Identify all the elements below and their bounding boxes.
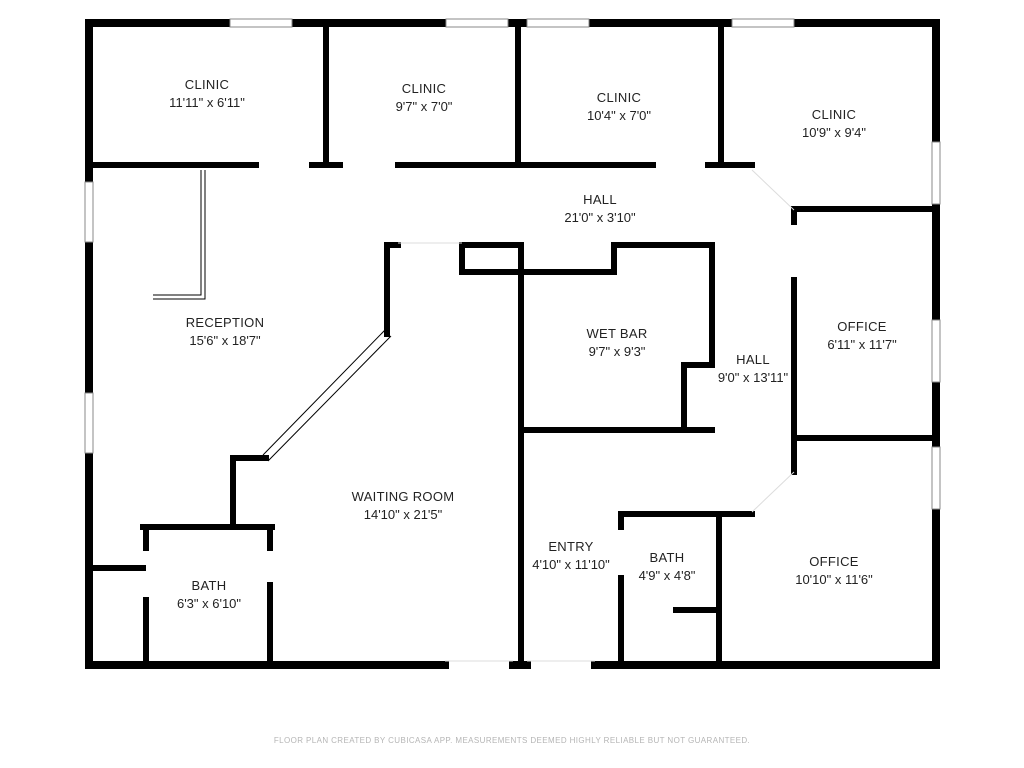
room-dimensions: 4'10" x 11'10" [532, 557, 610, 572]
room-name: HALL [736, 352, 770, 367]
room-dimensions: 10'9" x 9'4" [801, 125, 867, 140]
window-right-2 [931, 319, 941, 383]
floor-plan-disclaimer: FLOOR PLAN CREATED BY CUBICASA APP. MEAS… [273, 736, 751, 745]
reception-counter-outer [153, 170, 202, 296]
room-label-entry: ENTRY 4'10" x 11'10" [532, 538, 610, 574]
window-top-4 [731, 18, 795, 28]
window-right-3 [931, 446, 941, 510]
windows [84, 18, 941, 510]
room-name: CLINIC [184, 77, 230, 92]
room-dimensions: 9'7" x 9'3" [588, 344, 646, 359]
room-name: OFFICE [837, 319, 887, 334]
room-name: WET BAR [586, 326, 648, 341]
room-name: HALL [583, 192, 617, 207]
room-name: OFFICE [809, 554, 859, 569]
window-top-2 [445, 18, 509, 28]
room-name: WAITING ROOM [351, 489, 455, 504]
window-top-1 [229, 18, 293, 28]
room-label-clinic-2: CLINIC 9'7" x 7'0" [396, 80, 453, 116]
room-dimensions: 4'9" x 4'8" [638, 568, 696, 583]
window-left-2 [84, 392, 94, 454]
room-name: RECEPTION [185, 315, 265, 330]
room-label-clinic-3: CLINIC 10'4" x 7'0" [587, 89, 651, 125]
opening-hall-ne [751, 169, 795, 211]
interior-walls [90, 24, 935, 668]
room-dimensions: 10'10" x 11'6" [795, 572, 873, 587]
room-dimensions: 9'0" x 13'11" [717, 370, 789, 385]
partitions [153, 170, 392, 462]
room-dimensions: 14'10" x 21'5" [363, 507, 443, 522]
window-top-3 [526, 18, 590, 28]
room-dimensions: 11'11" x 6'11" [169, 95, 245, 110]
room-name: BATH [649, 550, 685, 565]
room-label-waiting-room: WAITING ROOM 14'10" x 21'5" [352, 488, 455, 524]
opening-hall-se [751, 471, 795, 513]
room-dimensions: 6'3" x 6'10" [176, 596, 242, 611]
room-label-wet-bar: WET BAR 9'7" x 9'3" [586, 325, 647, 361]
door-openings [398, 169, 795, 662]
room-label-reception: RECEPTION 15'6" x 18'7" [186, 314, 265, 350]
room-label-office-2: OFFICE 10'10" x 11'6" [795, 553, 873, 589]
room-name: CLINIC [596, 90, 642, 105]
room-label-office-1: OFFICE 6'11" x 11'7" [827, 318, 896, 354]
room-dimensions: 10'4" x 7'0" [586, 108, 652, 123]
room-label-bath-2: BATH 6'3" x 6'10" [177, 577, 241, 613]
room-dimensions: 9'7" x 7'0" [395, 99, 453, 114]
room-dimensions: 6'11" x 11'7" [827, 337, 897, 352]
room-label-hall-right: HALL 9'0" x 13'11" [718, 351, 788, 387]
room-label-clinic-4: CLINIC 10'9" x 9'4" [802, 106, 866, 142]
reception-counter-inner [153, 170, 206, 300]
room-label-clinic-1: CLINIC 11'11" x 6'11" [169, 76, 245, 112]
partition-diag-b [267, 335, 392, 462]
room-label-hall-top: HALL 21'0" x 3'10" [564, 191, 635, 227]
room-name: ENTRY [548, 539, 594, 554]
room-dimensions: 21'0" x 3'10" [564, 210, 636, 225]
window-right-1 [931, 141, 941, 205]
room-dimensions: 15'6" x 18'7" [189, 333, 261, 348]
room-name: CLINIC [811, 107, 857, 122]
window-left-1 [84, 181, 94, 243]
room-name: CLINIC [401, 81, 447, 96]
partition-diag-a [262, 329, 386, 456]
room-label-bath-1: BATH 4'9" x 4'8" [639, 549, 696, 585]
room-name: BATH [191, 578, 227, 593]
